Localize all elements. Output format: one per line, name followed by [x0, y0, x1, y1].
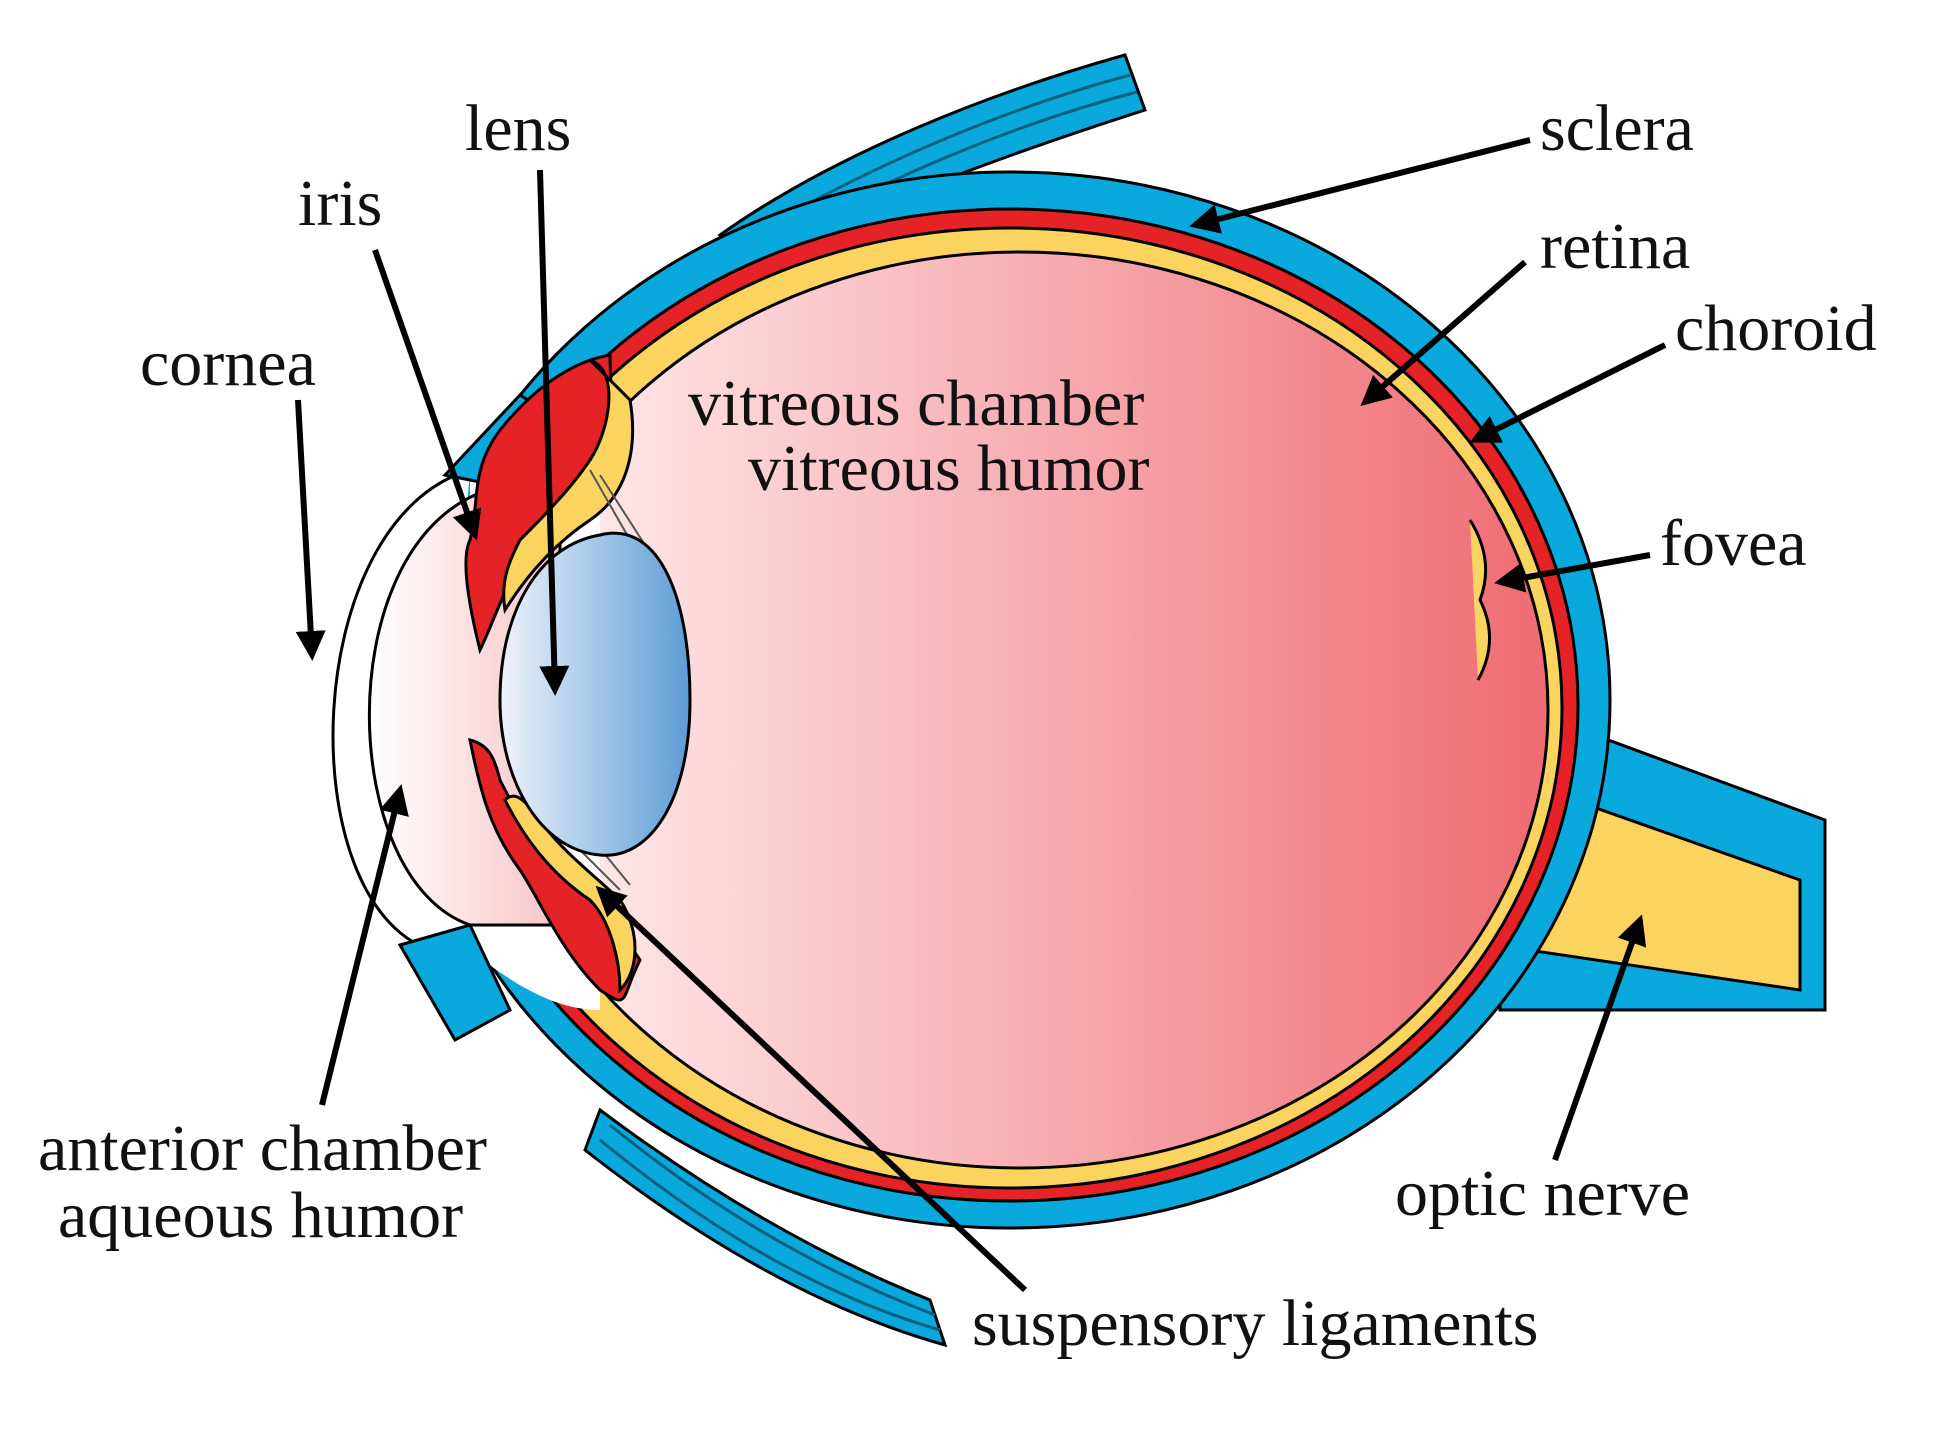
sclera-corner-bottom — [397, 923, 512, 1043]
arrow-cornea — [295, 399, 326, 661]
arrow-choroid — [1469, 342, 1667, 443]
arrow-sclera — [1189, 137, 1531, 234]
arrow-iris — [372, 249, 482, 541]
arrow-anterior — [319, 784, 409, 1106]
arrow-fovea — [1494, 552, 1651, 593]
label-suspensory-ligaments: suspensory ligaments — [972, 1287, 1538, 1360]
arrow-suspensory — [595, 885, 1028, 1293]
label-aqueous-humor: aqueous humor — [58, 1179, 463, 1252]
label-retina: retina — [1540, 210, 1690, 283]
arrow-lens — [537, 169, 570, 696]
arrow-optic-nerve — [1552, 914, 1647, 1162]
label-optic-nerve: optic nerve — [1395, 1157, 1690, 1230]
label-cornea: cornea — [140, 327, 316, 400]
label-lens: lens — [465, 92, 571, 165]
label-choroid: choroid — [1675, 292, 1877, 365]
label-iris: iris — [298, 167, 382, 240]
label-fovea: fovea — [1660, 507, 1807, 580]
lower-eye-muscle — [583, 1107, 948, 1348]
label-vitreous-chamber: vitreous chamber — [688, 367, 1144, 440]
label-sclera: sclera — [1540, 92, 1694, 165]
pointer-arrows — [295, 137, 1667, 1293]
label-anterior-chamber: anterior chamber — [38, 1112, 487, 1185]
label-vitreous-humor: vitreous humor — [748, 432, 1149, 505]
fovea-pit — [1468, 519, 1491, 681]
lens-shape — [498, 531, 692, 857]
arrow-retina — [1360, 259, 1527, 406]
